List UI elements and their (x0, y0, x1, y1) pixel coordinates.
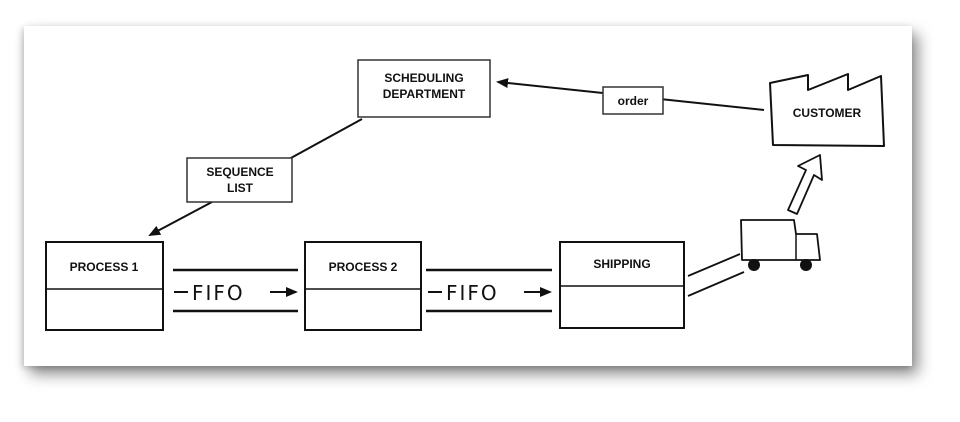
shipping-label: SHIPPING (593, 257, 650, 271)
fifo-lane-2: FIFO (426, 268, 552, 313)
customer-label: CUSTOMER (793, 106, 862, 120)
delivery-arrow-icon (787, 154, 823, 215)
process-1-label: PROCESS 1 (70, 260, 139, 274)
shipping-box: SHIPPING (559, 241, 685, 329)
scheduling-label-line1: SCHEDULING (384, 71, 463, 85)
sequence-label-line2: LIST (227, 181, 254, 195)
sequence-list-tag: SEQUENCE LIST (186, 157, 293, 203)
order-label: order (618, 94, 649, 108)
sequence-to-process1-arrow (148, 201, 213, 236)
scheduling-department-box: SCHEDULING DEPARTMENT (357, 59, 491, 118)
fifo-lane-1: FIFO (173, 268, 298, 313)
process-2-label: PROCESS 2 (329, 260, 398, 274)
fifo-label-1: FIFO (192, 281, 245, 305)
fifo-label-2: FIFO (446, 281, 499, 305)
order-tag: order (602, 86, 664, 115)
sequence-label-line1: SEQUENCE (206, 165, 273, 179)
shipping-to-truck-line-upper (687, 253, 741, 277)
schedule-to-sequence-line (279, 118, 363, 165)
process-2-box: PROCESS 2 (304, 241, 422, 331)
truck-icon (740, 219, 821, 271)
customer-factory-icon: CUSTOMER (769, 73, 885, 147)
shipping-to-truck-line-lower (687, 271, 745, 297)
process-1-box: PROCESS 1 (45, 241, 164, 331)
scheduling-label-line2: DEPARTMENT (383, 87, 466, 101)
